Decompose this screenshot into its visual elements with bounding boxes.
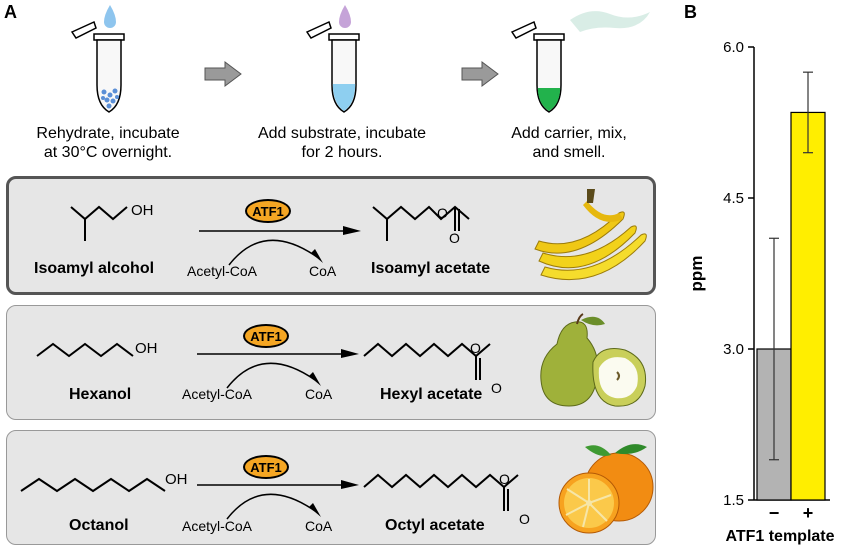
x-tick-label: + (803, 503, 814, 523)
reaction-arrow-3 (197, 480, 359, 520)
substrate-isoamyl-alcohol: Isoamyl alcohol (34, 260, 155, 277)
product-isoamyl-acetate: Isoamyl acetate (371, 260, 491, 277)
product-octyl-acetate: Octyl acetate (385, 517, 485, 534)
atf1-enzyme-3: ATF1 (243, 455, 289, 479)
reaction-arrow-2 (197, 349, 359, 389)
y-axis-label: ppm (687, 256, 706, 292)
x-axis-label: ATF1 template (725, 528, 834, 545)
atf1-enzyme-1: ATF1 (245, 199, 291, 223)
product-hexyl-acetate: Hexyl acetate (380, 386, 483, 403)
octanol-oh: OH (165, 471, 188, 488)
banana-icon (534, 189, 647, 281)
y-tick-label: 6.0 (723, 39, 744, 56)
y-tick-label: 1.5 (723, 492, 744, 509)
y-tick-label: 4.5 (723, 190, 744, 207)
octanol-structure (20, 477, 166, 493)
reaction-box-octanol: OH ATF1 Acetyl-CoA CoA Octanol O O Octyl… (6, 430, 656, 545)
step-arrow-2-icon (461, 61, 499, 87)
hexyl-acetate-structure (363, 342, 491, 380)
isoamyl-acetate-carbonyl-o: O (449, 230, 460, 246)
reaction-box-isoamyl: OH ATF1 Acetyl-CoA CoA Isoamyl alcohol O… (6, 176, 656, 295)
tube-substrate-icon (305, 5, 360, 113)
coa-3: CoA (305, 518, 333, 534)
x-tick-label: − (769, 503, 780, 523)
isoamyl-acetate-structure (372, 205, 470, 241)
hexyl-acetate-ester-o: O (470, 340, 481, 356)
reaction-arrow-1 (199, 226, 361, 266)
octyl-acetate-carbonyl-o: O (519, 511, 530, 527)
bar (790, 111, 826, 501)
acetyl-coa-2: Acetyl-CoA (182, 386, 253, 402)
step-1-line2: at 30°C overnight. (43, 144, 173, 161)
step-3-caption: Add carrier, mix, and smell. (454, 124, 684, 162)
hexyl-acetate-carbonyl-o: O (491, 380, 502, 396)
octyl-acetate-ester-o: O (499, 471, 510, 487)
step-1-caption: Rehydrate, incubate at 30°C overnight. (0, 124, 223, 162)
tube-rehydrate-icon (70, 5, 125, 113)
acetyl-coa-3: Acetyl-CoA (182, 518, 253, 534)
step-arrow-1-icon (204, 61, 242, 87)
isoamyl-alcohol-structure (70, 205, 128, 241)
isoamyl-oh: OH (131, 202, 154, 219)
step-3-line2: and smell. (532, 144, 606, 161)
reaction-box-hexanol: OH ATF1 Acetyl-CoA CoA Hexanol O O Hexyl… (6, 305, 656, 420)
step-1-line1: Rehydrate, incubate (36, 125, 180, 142)
tube-carrier-icon (510, 11, 650, 113)
octyl-acetate-structure (363, 473, 519, 511)
pear-icon (540, 313, 647, 407)
isoamyl-acetate-ester-o: O (437, 205, 448, 221)
panel-a-letter: A (4, 2, 17, 22)
atf1-enzyme-2: ATF1 (243, 324, 289, 348)
acetyl-coa-1: Acetyl-CoA (187, 263, 258, 279)
panel-b-letter: B (684, 2, 697, 22)
substrate-octanol: Octanol (69, 517, 129, 534)
hexanol-structure (36, 342, 134, 358)
step-2-caption: Add substrate, incubate for 2 hours. (227, 124, 457, 162)
hexanol-oh: OH (135, 340, 158, 357)
y-tick-label: 3.0 (723, 341, 744, 358)
substrate-hexanol: Hexanol (69, 386, 132, 403)
coa-1: CoA (309, 263, 337, 279)
step-3-line1: Add carrier, mix, (511, 125, 627, 142)
step-2-line1: Add substrate, incubate (257, 125, 427, 142)
orange-icon (558, 444, 654, 534)
coa-2: CoA (305, 386, 333, 402)
step-2-line2: for 2 hours. (301, 144, 383, 161)
